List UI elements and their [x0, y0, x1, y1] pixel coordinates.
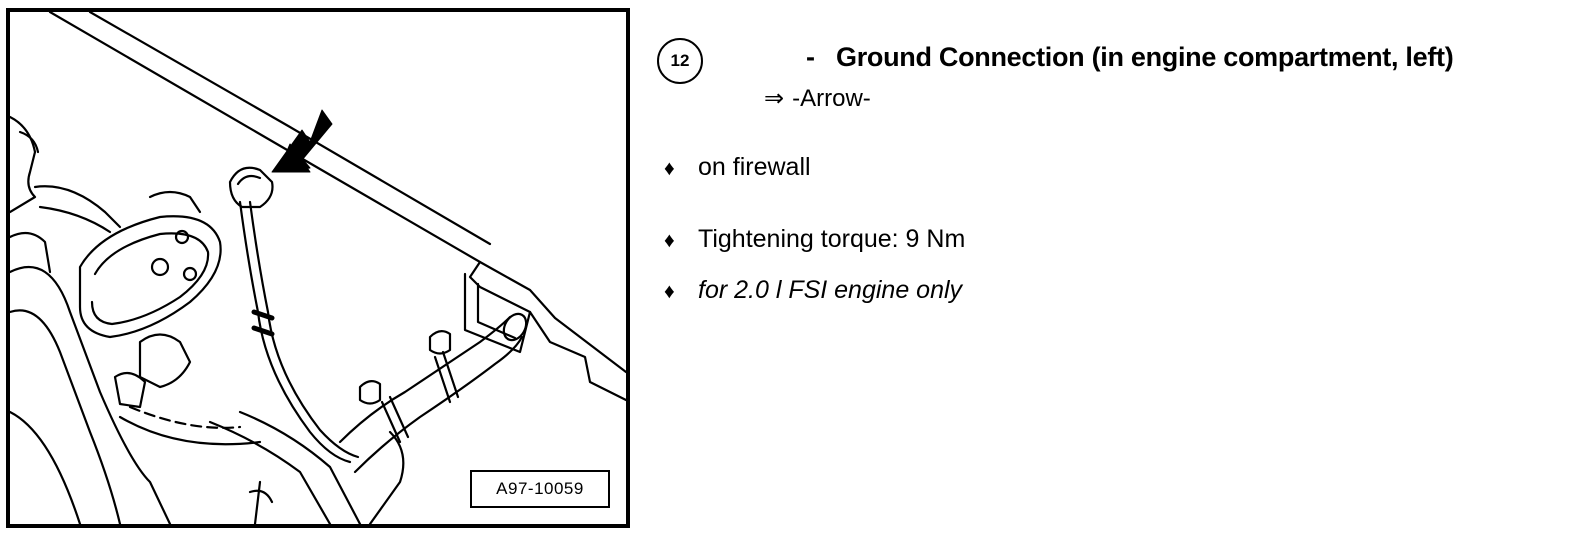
- figure-reference-label: A97-10059: [470, 470, 610, 508]
- arrow-reference: ⇒ -Arrow-: [764, 84, 871, 113]
- title-dash: -: [806, 42, 815, 72]
- item-number-circle: 12: [657, 38, 703, 84]
- implies-arrow-icon: ⇒: [764, 85, 785, 112]
- diamond-bullet-icon: ♦: [664, 229, 675, 252]
- bullet-text: on firewall: [698, 153, 811, 181]
- bullet-item: ♦ Tightening torque: 9 Nm: [664, 225, 965, 254]
- diamond-bullet-icon: ♦: [664, 157, 675, 180]
- illustration-frame: A97-10059: [6, 8, 630, 528]
- item-title: -Ground Connection (in engine compartmen…: [806, 42, 1454, 73]
- arrow-reference-text: -Arrow-: [792, 85, 871, 112]
- title-text: Ground Connection (in engine compartment…: [836, 42, 1454, 72]
- engine-compartment-drawing: [10, 12, 626, 524]
- bullet-item: ♦ on firewall: [664, 153, 811, 182]
- bullet-text: for 2.0 l FSI engine only: [698, 276, 963, 304]
- bullet-item: ♦ for 2.0 l FSI engine only: [664, 276, 962, 305]
- diamond-bullet-icon: ♦: [664, 280, 675, 303]
- bullet-text: Tightening torque: 9 Nm: [698, 225, 966, 253]
